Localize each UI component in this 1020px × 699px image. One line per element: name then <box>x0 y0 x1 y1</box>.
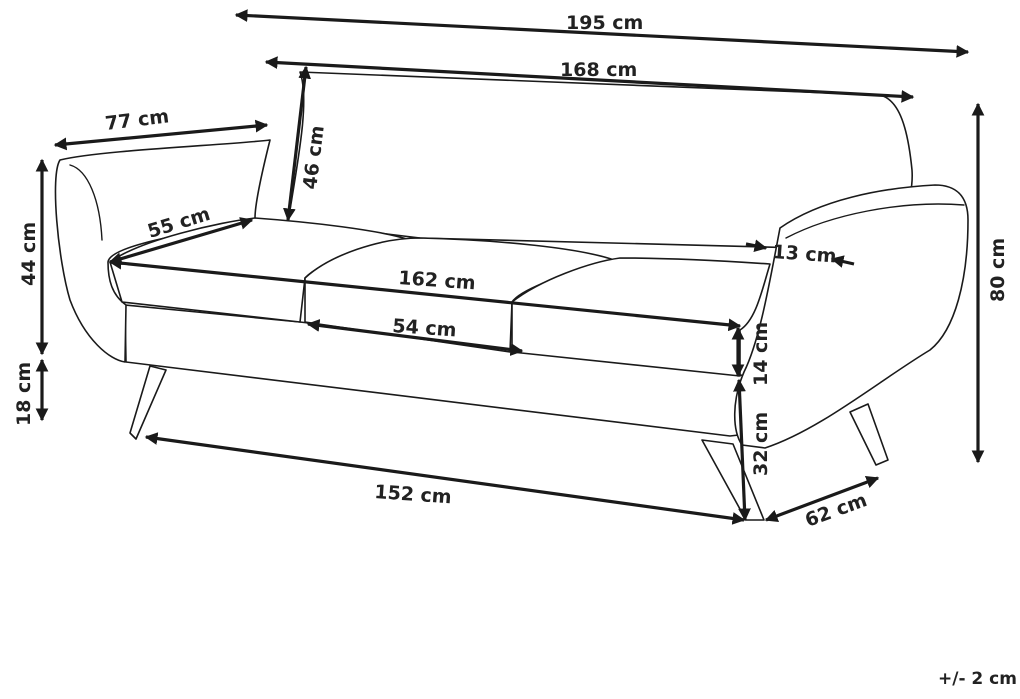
dimension-lines <box>35 9 985 525</box>
dim-line-armrest-depth <box>53 119 269 151</box>
left-front-leg <box>129 365 167 440</box>
sofa-outline <box>54 71 969 521</box>
label-armrest-depth: 77 cm <box>104 105 170 135</box>
label-back-width: 168 cm <box>560 59 637 81</box>
dim-line-backrest-height <box>282 65 312 222</box>
dim-line-armrest-width-left <box>745 239 768 253</box>
label-overall-width: 195 cm <box>566 12 643 34</box>
dim-line-overall-width <box>234 9 970 58</box>
label-seat-depth: 62 cm <box>802 489 870 532</box>
dim-line-seat-width <box>108 256 742 332</box>
label-cushion-width: 54 cm <box>392 315 458 341</box>
dim-line-seat-cushion-depth <box>108 217 254 265</box>
dim-line-seat-depth <box>764 476 880 522</box>
right-armrest <box>733 184 969 449</box>
dim-line-armrest-width-right <box>830 255 855 268</box>
dim-line-cushion-width <box>306 319 524 356</box>
label-cushion-thickness: 14 cm <box>750 322 772 386</box>
label-leg-span: 152 cm <box>374 481 453 508</box>
label-seat-height: 32 cm <box>750 412 772 476</box>
right-back-leg <box>849 403 889 466</box>
label-armrest-height: 44 cm <box>18 222 40 286</box>
label-leg-height: 18 cm <box>13 362 35 426</box>
dim-line-back-width <box>264 56 915 103</box>
label-total-height: 80 cm <box>987 238 1009 302</box>
dim-line-leg-span <box>144 432 746 525</box>
label-tolerance: +/- 2 cm <box>938 669 1017 689</box>
label-seat-width: 162 cm <box>398 267 477 294</box>
label-armrest-width: 13 cm <box>772 241 838 267</box>
